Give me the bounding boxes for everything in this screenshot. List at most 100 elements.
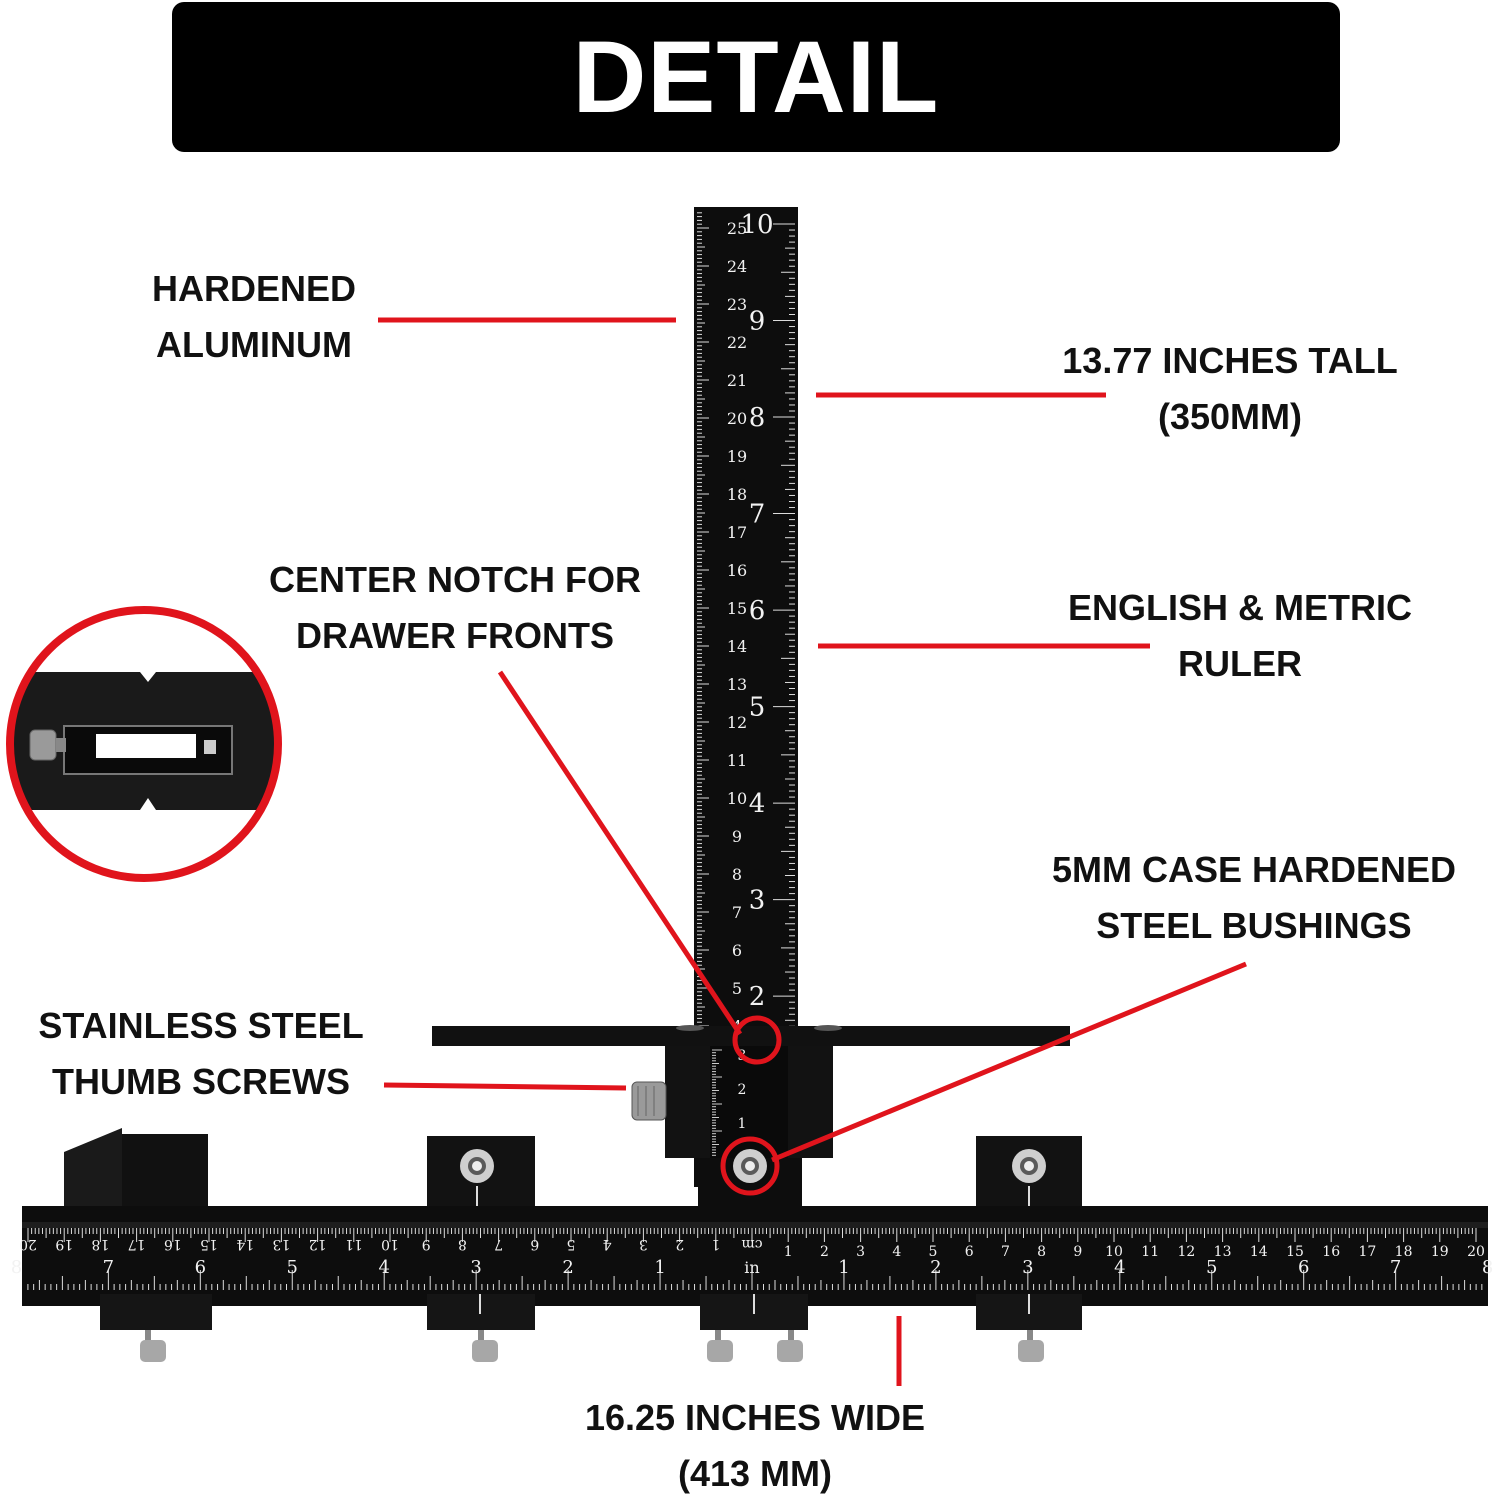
bushing-highlight [720, 1136, 780, 1196]
cm-label: 1 [738, 1116, 747, 1132]
callout-line: HARDENED [151, 268, 356, 309]
cm-label: 6 [530, 1236, 539, 1252]
horizontal-ruler-bar [22, 1206, 1488, 1306]
cm-label: 11 [727, 751, 747, 770]
cm-label: 16 [727, 561, 747, 580]
steel-bushing-right [1012, 1149, 1046, 1206]
cm-label: 5 [567, 1236, 576, 1252]
inch-label: 1 [838, 1257, 849, 1278]
cm-label: 16 [1322, 1244, 1340, 1260]
unit-cm-label: cm [741, 1236, 762, 1252]
inch-label: 2 [749, 982, 766, 1012]
cm-label: 7 [494, 1236, 503, 1252]
inch-label: 3 [1022, 1257, 1033, 1278]
unit-in-label: in [744, 1258, 759, 1277]
inch-label: 7 [1390, 1257, 1401, 1278]
callout-line: (350MM) [1157, 396, 1303, 437]
thumb-screw [631, 1081, 667, 1121]
steel-bushing-left [460, 1149, 494, 1206]
cm-label: 17 [128, 1236, 146, 1252]
cm-label: 12 [1177, 1244, 1195, 1260]
cm-label: 1 [784, 1244, 793, 1260]
inch-label: 8 [749, 403, 766, 433]
inch-label: 7 [103, 1257, 114, 1278]
inch-label: 7 [749, 500, 766, 530]
leader-center-notch [497, 670, 743, 1036]
cm-label: 17 [1358, 1244, 1376, 1260]
cm-label: 4 [892, 1244, 901, 1260]
cm-label: 9 [422, 1236, 431, 1252]
clamp-left [100, 1294, 212, 1330]
callout-line: 16.25 INCHES WIDE [584, 1397, 926, 1438]
callout-ruler: ENGLISH & METRIC RULER [1040, 580, 1440, 692]
cm-label: 18 [727, 485, 747, 504]
cm-label: 11 [345, 1236, 363, 1252]
inch-label: 4 [1114, 1257, 1125, 1278]
cm-label: 19 [1431, 1244, 1449, 1260]
cm-label: 19 [727, 447, 747, 466]
callout-leader-lines [378, 317, 1247, 1386]
cm-label: 24 [727, 257, 747, 276]
cm-label: 22 [727, 333, 747, 352]
cm-label: 5 [732, 979, 742, 998]
callout-line: CENTER NOTCH FOR [269, 559, 641, 600]
leader-bushings [771, 961, 1247, 1163]
steel-bushing-center [733, 1149, 767, 1183]
inch-label: 4 [378, 1257, 389, 1278]
inch-label: 5 [1206, 1257, 1217, 1278]
center-notch-zoom-inset [6, 606, 282, 882]
callout-line: THUMB SCREWS [52, 1061, 350, 1102]
cm-label: 16 [164, 1236, 182, 1252]
inch-label: 5 [287, 1257, 298, 1278]
cm-label: 8 [732, 865, 742, 884]
cm-label: 6 [732, 941, 742, 960]
cm-label: 13 [272, 1236, 290, 1252]
cm-label: 20 [19, 1236, 37, 1252]
center-notch-highlight [732, 1015, 782, 1065]
end-stop-flap [64, 1128, 122, 1210]
cm-label: 5 [929, 1244, 938, 1260]
cm-label: 2 [820, 1244, 829, 1260]
callout-line: (413 MM) [677, 1453, 833, 1494]
inch-label: 5 [749, 693, 766, 723]
inch-label: 8 [11, 1257, 22, 1278]
inch-label: 1 [654, 1257, 665, 1278]
callout-hardened-aluminum: HARDENED ALUMINUM [120, 261, 388, 373]
callout-line: STAINLESS STEEL [38, 1005, 364, 1046]
carriage-ruler-ticks [712, 1049, 722, 1156]
plate-hole [676, 1025, 704, 1031]
callout-thumb-screws: STAINLESS STEEL THUMB SCREWS [10, 998, 392, 1110]
cm-label: 19 [55, 1236, 73, 1252]
cm-label: 11 [1141, 1244, 1159, 1260]
title-banner: DETAIL [172, 2, 1340, 152]
horizontal-ruler-ticks [27, 1228, 1483, 1290]
cm-label: 14 [236, 1236, 254, 1252]
cm-label: 20 [727, 409, 747, 428]
cm-label: 12 [727, 713, 747, 732]
cm-label: 21 [727, 371, 747, 390]
cm-label: 8 [1037, 1244, 1046, 1260]
cm-label: 25 [727, 219, 747, 238]
inch-label: 6 [749, 596, 766, 626]
inch-label: 10 [740, 210, 773, 240]
cm-label: 3 [639, 1236, 648, 1252]
cm-label: 18 [91, 1236, 109, 1252]
cm-label: 1 [711, 1236, 720, 1252]
inch-label: 3 [470, 1257, 481, 1278]
cm-label: 2 [738, 1082, 747, 1098]
inch-label: 3 [749, 886, 766, 916]
lower-thumb-screws [140, 1330, 1044, 1362]
callout-line: STEEL BUSHINGS [1096, 905, 1412, 946]
callout-line: ALUMINUM [156, 324, 352, 365]
cm-label: 20 [1467, 1244, 1485, 1260]
cm-label: 10 [381, 1236, 399, 1252]
callout-line: 5MM CASE HARDENED [1051, 849, 1457, 890]
end-stop-block [122, 1134, 208, 1212]
callout-line: DRAWER FRONTS [296, 615, 614, 656]
cm-label: 6 [965, 1244, 974, 1260]
callout-wide: 16.25 INCHES WIDE (413 MM) [555, 1390, 955, 1502]
inch-label: 2 [562, 1257, 573, 1278]
cm-label: 9 [1073, 1244, 1082, 1260]
